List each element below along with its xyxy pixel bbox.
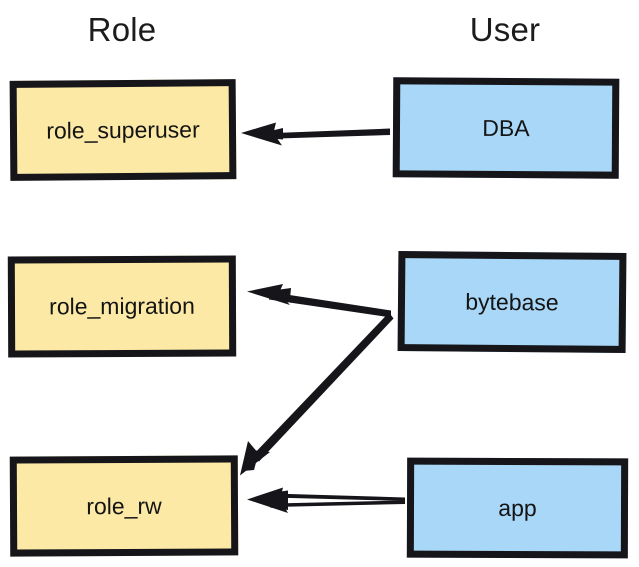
edge-bytebase-to-role-rw	[240, 312, 394, 476]
column-heading-user: User	[469, 11, 541, 48]
node-role-rw[interactable]: role_rw	[9, 455, 239, 557]
edge-app-to-role-rw	[247, 487, 405, 513]
node-label: DBA	[482, 114, 530, 141]
node-role-superuser[interactable]: role_superuser	[9, 79, 237, 181]
edge-bytebase-to-role-migration	[247, 284, 391, 318]
edge-dba-to-role-superuser	[241, 122, 390, 146]
node-role-migration[interactable]: role_migration	[7, 255, 237, 358]
node-label: role_superuser	[46, 115, 200, 144]
column-heading-role: Role	[87, 11, 157, 48]
node-dba[interactable]: DBA	[392, 77, 620, 179]
node-app[interactable]: app	[406, 457, 629, 559]
node-label: app	[498, 494, 537, 521]
node-bytebase[interactable]: bytebase	[397, 251, 627, 353]
node-label: role_migration	[49, 292, 195, 320]
node-label: role_rw	[86, 492, 162, 519]
node-label: bytebase	[465, 288, 559, 315]
